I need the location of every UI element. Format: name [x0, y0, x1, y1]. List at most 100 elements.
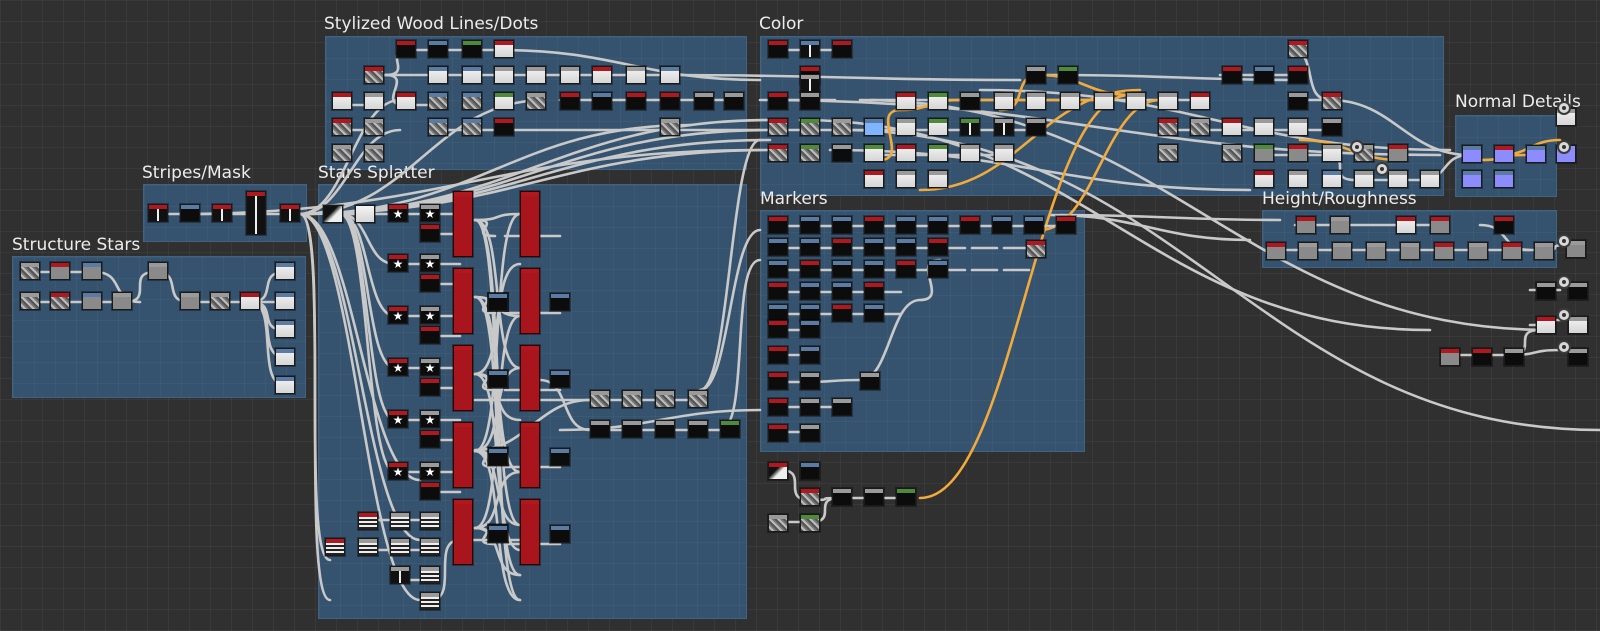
- mask-node[interactable]: [148, 204, 168, 222]
- white-node[interactable]: [592, 66, 612, 84]
- grayscale-node[interactable]: [50, 262, 70, 280]
- black-node[interactable]: [832, 398, 852, 416]
- white-node[interactable]: [560, 66, 580, 84]
- black-node[interactable]: [800, 320, 820, 338]
- stripes-node[interactable]: [325, 538, 345, 556]
- black-node[interactable]: [488, 293, 508, 311]
- white-node[interactable]: [660, 66, 680, 84]
- white-node[interactable]: [1094, 92, 1114, 110]
- white-node[interactable]: [396, 92, 416, 110]
- mask-node[interactable]: [800, 74, 820, 92]
- black-node[interactable]: [832, 282, 852, 300]
- tall-red-node[interactable]: [520, 499, 540, 565]
- stripes-node[interactable]: [358, 512, 378, 530]
- grayscale-node[interactable]: [148, 262, 168, 280]
- stripes-node[interactable]: [420, 592, 440, 610]
- grayscale-node[interactable]: [112, 292, 132, 310]
- noise-node[interactable]: [364, 118, 384, 136]
- white-node[interactable]: [1288, 170, 1308, 188]
- black-node[interactable]: [864, 282, 884, 300]
- tall-red-node[interactable]: [520, 191, 540, 257]
- white-node[interactable]: [994, 92, 1014, 110]
- black-node[interactable]: [488, 370, 508, 388]
- noise-node[interactable]: [688, 390, 708, 408]
- output-port-icon[interactable]: [1557, 275, 1571, 289]
- black-node[interactable]: [864, 488, 884, 506]
- star-node[interactable]: ★: [420, 306, 440, 324]
- white-node[interactable]: [240, 292, 260, 310]
- black-node[interactable]: [768, 282, 788, 300]
- tall-red-node[interactable]: [453, 268, 473, 334]
- mask-node[interactable]: [960, 118, 980, 136]
- white-node[interactable]: [896, 144, 916, 162]
- black-node[interactable]: [928, 238, 948, 256]
- grayscale-node[interactable]: [82, 262, 102, 280]
- white-node[interactable]: [896, 92, 916, 110]
- grayscale-node[interactable]: [1266, 242, 1286, 260]
- white-node[interactable]: [1322, 144, 1342, 162]
- grayscale-node[interactable]: [1296, 216, 1316, 234]
- black-node[interactable]: [928, 260, 948, 278]
- star-node[interactable]: ★: [388, 358, 408, 376]
- grayscale-node[interactable]: [1468, 242, 1488, 260]
- star-node[interactable]: ★: [420, 410, 440, 428]
- black-node[interactable]: [800, 260, 820, 278]
- noise-node[interactable]: [428, 92, 448, 110]
- black-node[interactable]: [180, 204, 200, 222]
- noise-node[interactable]: [364, 144, 384, 162]
- noise-node[interactable]: [526, 92, 546, 110]
- black-node[interactable]: [832, 488, 852, 506]
- white-node[interactable]: [275, 320, 295, 338]
- white-node[interactable]: [494, 92, 514, 110]
- grayscale-node[interactable]: [180, 292, 200, 310]
- black-node[interactable]: [960, 92, 980, 110]
- white-node[interactable]: [1388, 170, 1408, 188]
- mask-node[interactable]: [246, 191, 266, 235]
- noise-node[interactable]: [50, 292, 70, 310]
- black-node[interactable]: [832, 216, 852, 234]
- noise-node[interactable]: [1026, 240, 1046, 258]
- black-node[interactable]: [592, 92, 612, 110]
- stripes-node[interactable]: [390, 512, 410, 530]
- grayscale-node[interactable]: [1566, 240, 1586, 258]
- black-node[interactable]: [420, 482, 440, 500]
- mask-node[interactable]: [390, 566, 410, 584]
- grayscale-node[interactable]: [1254, 144, 1274, 162]
- noise-node[interactable]: [768, 118, 788, 136]
- white-node[interactable]: [1354, 170, 1374, 188]
- white-node[interactable]: [428, 66, 448, 84]
- noise-node[interactable]: [210, 292, 230, 310]
- noise-node[interactable]: [590, 390, 610, 408]
- stripes-node[interactable]: [390, 538, 410, 556]
- mask-node[interactable]: [280, 204, 300, 222]
- grayscale-node[interactable]: [1430, 216, 1450, 234]
- white-node[interactable]: [332, 92, 352, 110]
- frame-structure-stars[interactable]: [12, 256, 306, 398]
- noise-node[interactable]: [800, 488, 820, 506]
- stripes-node[interactable]: [420, 538, 440, 556]
- noise-node[interactable]: [1322, 92, 1342, 110]
- noise-node[interactable]: [1158, 144, 1178, 162]
- black-node[interactable]: [768, 92, 788, 110]
- star-node[interactable]: ★: [420, 358, 440, 376]
- black-node[interactable]: [1026, 118, 1046, 136]
- black-node[interactable]: [768, 40, 788, 58]
- white-node[interactable]: [896, 118, 916, 136]
- black-node[interactable]: [800, 372, 820, 390]
- white-node[interactable]: [928, 144, 948, 162]
- black-node[interactable]: [428, 40, 448, 58]
- noise-node[interactable]: [768, 514, 788, 532]
- white-node[interactable]: [960, 144, 980, 162]
- black-node[interactable]: [832, 238, 852, 256]
- tall-red-node[interactable]: [520, 345, 540, 411]
- noise-node[interactable]: [428, 118, 448, 136]
- white-node[interactable]: [1158, 92, 1178, 110]
- black-node[interactable]: [768, 260, 788, 278]
- output-port-icon[interactable]: [1557, 234, 1571, 248]
- white-node[interactable]: [928, 92, 948, 110]
- grayscale-node[interactable]: [1434, 242, 1454, 260]
- mask-node[interactable]: [212, 204, 232, 222]
- black-node[interactable]: [1504, 348, 1524, 366]
- black-node[interactable]: [1288, 92, 1308, 110]
- output-port-icon[interactable]: [1557, 340, 1571, 354]
